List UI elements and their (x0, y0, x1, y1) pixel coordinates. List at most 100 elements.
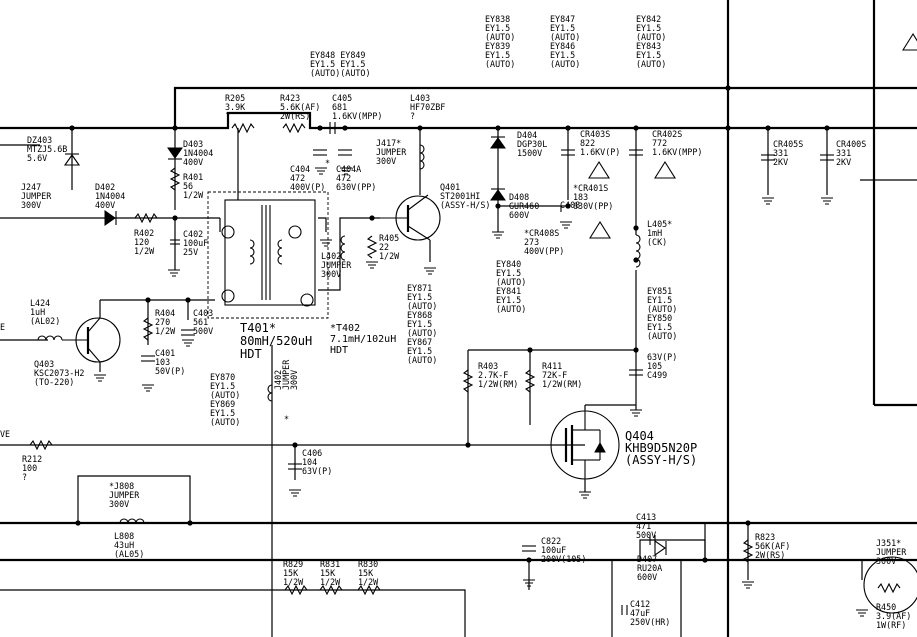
d402-label: D402 (95, 182, 115, 192)
ey847-label: EY1.5 (550, 50, 575, 60)
r402-label: R402 (134, 228, 154, 238)
r404-label: 1/2W (155, 326, 176, 336)
q404-label: Q404 (625, 429, 654, 443)
ey840-label: (AUTO) (496, 304, 526, 314)
r411-label: R411 (542, 361, 562, 371)
l424-label: (AL02) (30, 316, 60, 326)
mosfet-q404 (550, 410, 620, 480)
d407-label: RU20A (637, 563, 662, 573)
l424-label: L424 (30, 298, 50, 308)
cr405s-label: CR405S (773, 139, 803, 149)
ey847-label: EY846 (550, 41, 575, 51)
ey840-label: EY841 (496, 286, 521, 296)
c403-label: 561 (193, 317, 208, 327)
d408-label: 600V (509, 210, 529, 220)
c413-label: C413 (636, 512, 656, 522)
r830-label: R830 (358, 559, 378, 569)
l808-label: 43uH (114, 540, 134, 550)
j351-element (863, 556, 917, 614)
d402-label: 1N4004 (95, 191, 125, 201)
d403-label: 400V (183, 157, 203, 167)
l808-label: (AL05) (114, 549, 144, 559)
cr400s-label: 2KV (836, 157, 851, 167)
r402-label: 1/2W (134, 246, 155, 256)
dz403-label: MTZJ5.6B (27, 144, 67, 154)
c406-label: 104 (302, 457, 317, 467)
ey838-label: EY1.5 (485, 23, 510, 33)
j247-label: 300V (21, 200, 41, 210)
j417-label: J417* (376, 138, 401, 148)
ey848-label: (AUTO)(AUTO) (310, 68, 371, 78)
c402-label: 25V (183, 247, 198, 257)
cr405s-label: 331 (773, 148, 788, 158)
ey842-label: EY842 (636, 14, 661, 24)
t401-label: 80mH/520uH (240, 334, 312, 348)
dz403-label: 5.6V (27, 153, 47, 163)
c405-label: 681 (332, 102, 347, 112)
inductor-symbols (37, 144, 641, 524)
d408-label: D408 (509, 192, 529, 202)
edge-label-ve: VE (0, 429, 10, 439)
j402-label: 300V (289, 370, 299, 390)
c404a-label: 630V(PP) (336, 182, 376, 192)
j351-label: J351* (876, 538, 901, 548)
j417-label: 300V (376, 156, 396, 166)
cr403s-label: 1.6KV(P) (580, 147, 620, 157)
c499-label: 63V(P) (647, 352, 677, 362)
ey870-label: EY1.5 (210, 408, 235, 418)
j402-label: JUMPER (281, 359, 291, 390)
l403-label: HF70ZBF (410, 102, 445, 112)
ey842-label: EY1.5 (636, 23, 661, 33)
r403-label: 1/2W(RM) (478, 379, 518, 389)
c404a-label: C404A (336, 164, 361, 174)
t402-label: *T402 (330, 323, 360, 334)
star-marker: * (284, 414, 289, 424)
ey838-label: (AUTO) (485, 59, 515, 69)
ey851-label: EY1.5 (647, 322, 672, 332)
cr402s-label: CR402S (652, 129, 682, 139)
component-labels: EY838EY1.5(AUTO)EY839EY1.5(AUTO)EY847EY1… (21, 14, 911, 630)
ey842-label: (AUTO) (636, 32, 666, 42)
c402-label: 100uF (183, 238, 208, 248)
j351-label: JUMPER (876, 547, 907, 557)
r403-label: R403 (478, 361, 498, 371)
r831-label: R831 (320, 559, 340, 569)
ey838-label: (AUTO) (485, 32, 515, 42)
c822-label: C822 (541, 536, 561, 546)
j417-label: JUMPER (376, 147, 407, 157)
q403-label: (TO-220) (34, 377, 74, 387)
j808-label: *J808 (109, 481, 134, 491)
cr408s-label: *CR408S (524, 228, 559, 238)
ey847-label: EY1.5 (550, 23, 575, 33)
cr401s-label: 630V(PP) (573, 201, 613, 211)
ey847-label: (AUTO) (550, 32, 580, 42)
c404-label: 400V(P) (290, 182, 325, 192)
j808-label: 300V (109, 499, 129, 509)
transistor-q403 (62, 317, 121, 363)
q403-label: KSC2073-H2 (34, 368, 84, 378)
j808-label: JUMPER (109, 490, 140, 500)
l403-label: ? (410, 111, 415, 121)
r423-label: 2W(RS) (280, 111, 310, 121)
r829-label: R829 (283, 559, 303, 569)
r823-label: 2W(RS) (755, 550, 785, 560)
c499-label: C499 (647, 370, 667, 380)
r404-label: 270 (155, 317, 170, 327)
r402-label: 120 (134, 237, 149, 247)
c408-label: C408 (560, 200, 580, 210)
r829-label: 1/2W (283, 577, 304, 587)
r403-label: 2.7K-F (478, 370, 508, 380)
l402-label: JUMPER (321, 260, 352, 270)
c413-label: 500V (636, 530, 656, 540)
c412-label: 250V(HR) (630, 617, 670, 627)
d404-label: DGP30L (517, 139, 547, 149)
r205-label: R205 (225, 93, 245, 103)
r205-label: ? (225, 111, 230, 121)
ey870-label: EY870 (210, 372, 235, 382)
star-marker: * (498, 193, 503, 203)
ey838-label: EY839 (485, 41, 510, 51)
d402-label: 400V (95, 200, 115, 210)
c404a-label: 472 (336, 173, 351, 183)
l402-label: L402 (321, 251, 341, 261)
d404-label: D404 (517, 130, 537, 140)
